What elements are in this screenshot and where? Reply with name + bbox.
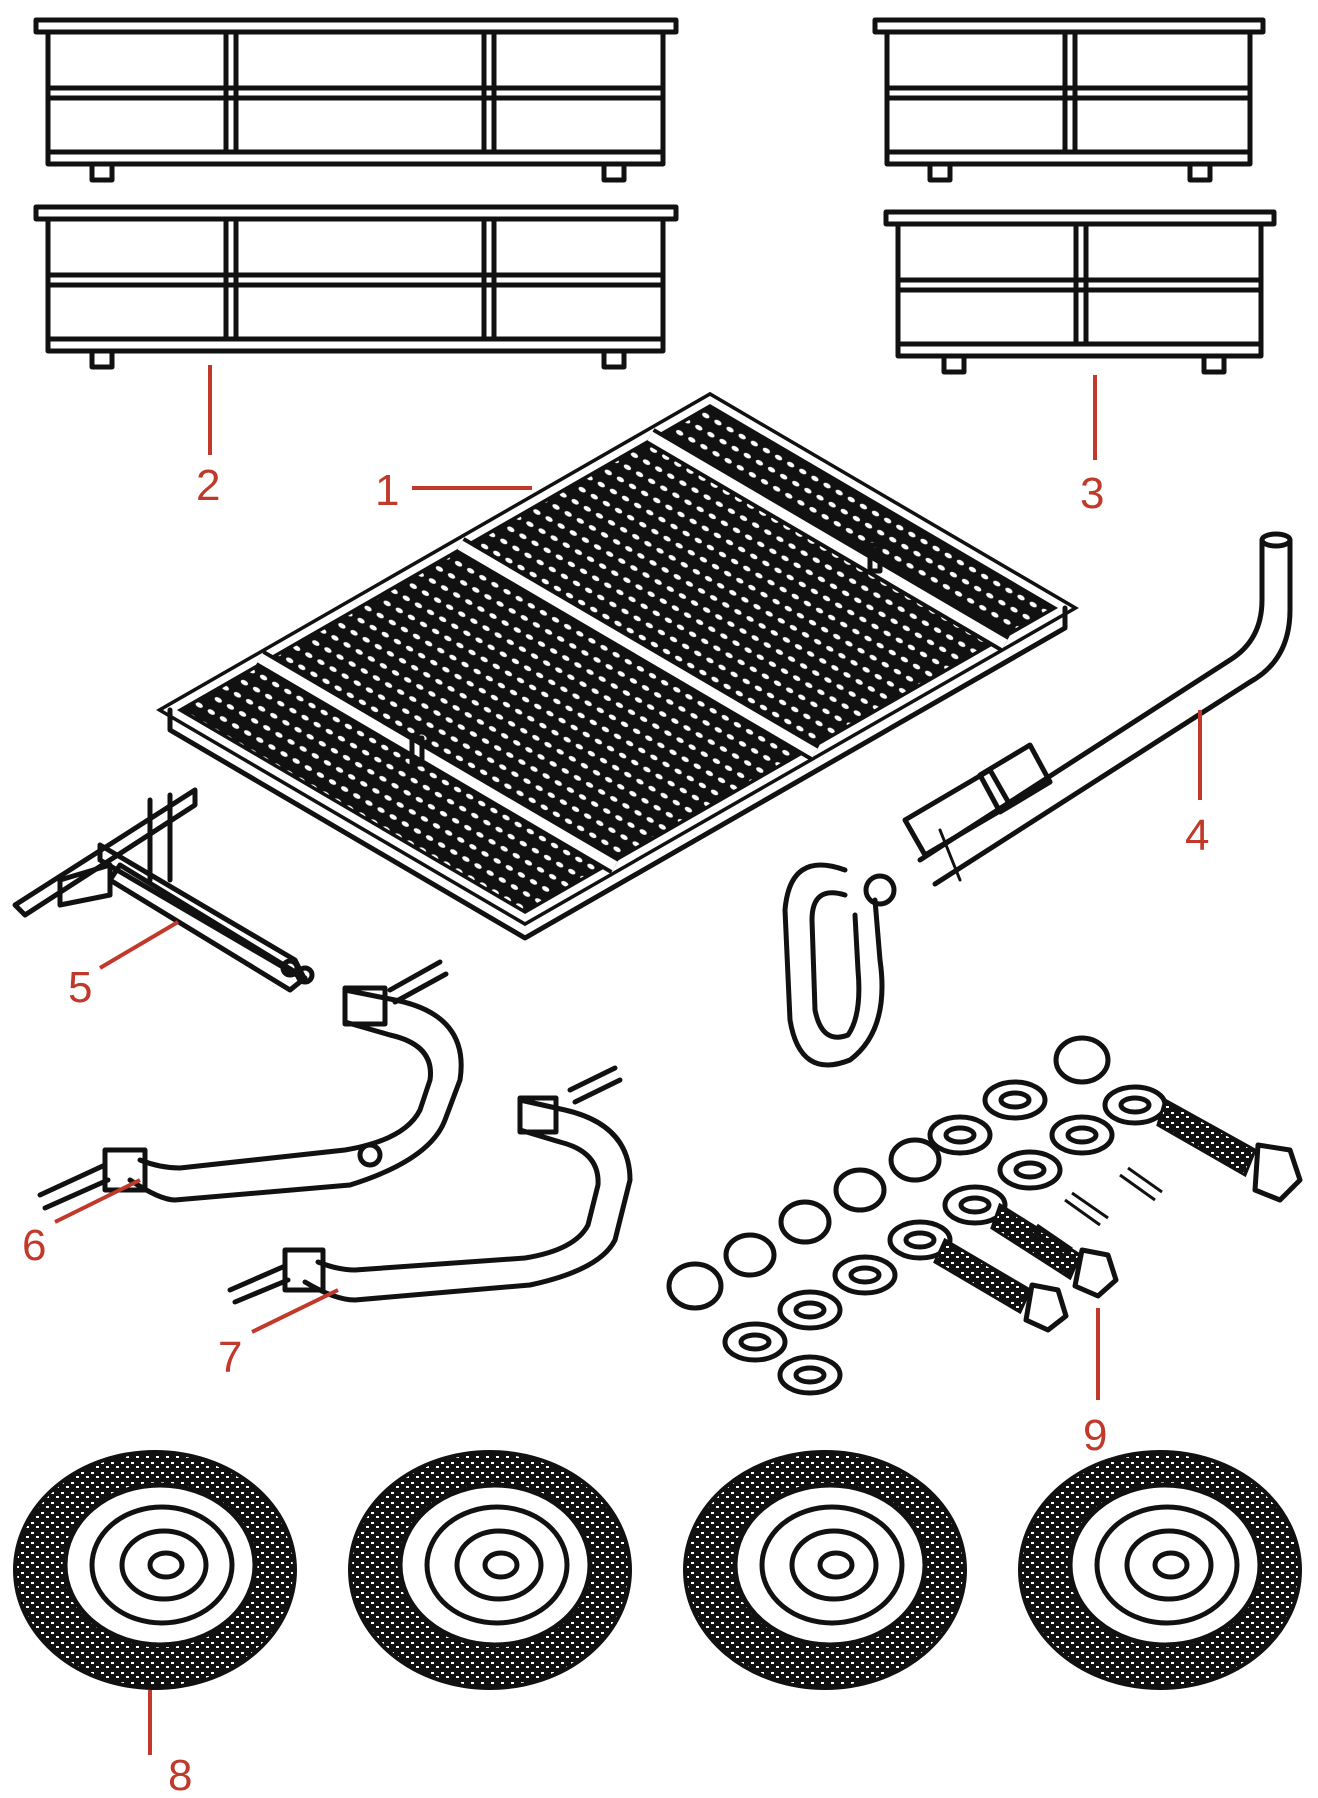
pull-handle [782,531,1293,1068]
long-side-rail-top [33,17,679,183]
tire-1 [13,1450,297,1690]
short-end-rail-top [872,17,1266,183]
front-mount-bracket [12,787,315,993]
callout-9: 9 [1083,1411,1107,1460]
callout-6: 6 [22,1221,46,1270]
washers [722,1079,1168,1396]
callout-7: 7 [218,1333,242,1382]
leader-7 [251,1288,339,1334]
callout-1: 1 [375,466,399,515]
callout-5: 5 [68,963,92,1012]
nuts [666,1035,1111,1311]
callout-8: 8 [168,1751,192,1798]
hardware-kit [666,1035,1303,1396]
bolts [933,1097,1303,1333]
leader-6 [54,1178,141,1224]
callout-2: 2 [196,461,220,510]
deck-panel [156,391,1079,941]
callout-labels: 1 2 3 4 5 6 7 8 9 [22,461,1209,1798]
leader-lines [54,365,1202,1755]
front-axle [37,959,464,1211]
callout-4: 4 [1185,811,1209,860]
tire-4 [1018,1450,1302,1690]
short-end-rail-bottom [883,209,1277,375]
cotter-pins [1029,1166,1163,1258]
long-side-rail-bottom [33,204,679,370]
callout-3: 3 [1080,469,1104,518]
rear-axle [227,1065,633,1305]
leader-5 [98,920,180,970]
tire-3 [683,1450,967,1690]
tire-2 [348,1450,632,1690]
